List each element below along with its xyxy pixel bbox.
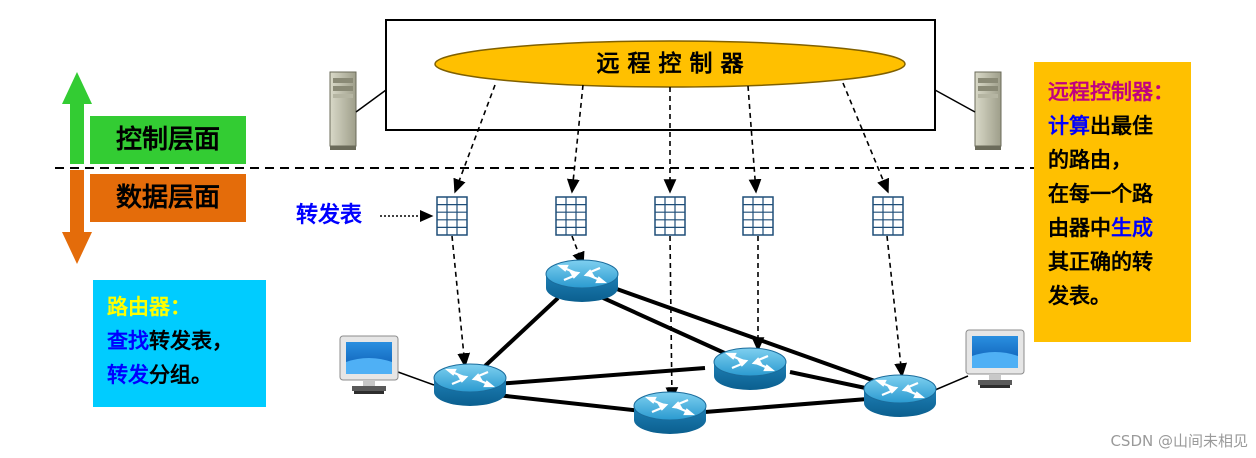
controller-label: 远 程 控 制 器 — [596, 51, 744, 77]
server-icon — [975, 72, 1001, 150]
router-icon — [714, 348, 786, 378]
controller-note-title: 远程控制器： — [1048, 80, 1174, 104]
forwarding-table-icon — [556, 197, 586, 235]
controller-note-line: 其正确的转 — [1048, 250, 1153, 274]
arrow-up-icon — [62, 72, 92, 164]
control-layer-label: 控制层面 — [90, 116, 246, 164]
host-computer-icon — [340, 336, 398, 394]
forwarding-table-icon — [873, 197, 903, 235]
router-icon — [634, 392, 706, 422]
router-note-line: 转发分组。 — [107, 363, 212, 387]
router-note-title: 路由器： — [107, 295, 191, 319]
watermark: CSDN @山间未相见 — [1110, 432, 1248, 450]
forwarding-table-icon — [437, 197, 467, 235]
controller-note-line: 的路由， — [1048, 148, 1132, 172]
router-note-highlight: 转发 — [107, 363, 149, 387]
server-icon — [330, 72, 356, 150]
host-computer-icon — [966, 330, 1024, 388]
controller-note-line: 发表。 — [1048, 284, 1111, 308]
controller-note-line: 由器中生成 — [1048, 216, 1153, 240]
router-note-line: 查找转发表， — [107, 329, 233, 353]
router-icon — [864, 375, 936, 405]
router-icon — [546, 260, 618, 290]
controller-note-line: 计算出最佳 — [1048, 114, 1153, 138]
router-icon — [434, 364, 506, 394]
forwarding-table-icon — [655, 197, 685, 235]
router-note: 路由器： 查找转发表， 转发分组。 — [93, 280, 266, 407]
arrow-down-icon — [62, 170, 92, 264]
router-note-highlight: 查找 — [107, 329, 149, 353]
forwarding-table-icon — [743, 197, 773, 235]
controller-note: 远程控制器： 计算出最佳 的路由， 在每一个路 由器中生成 其正确的转 发表。 — [1034, 62, 1191, 342]
data-layer-label: 数据层面 — [90, 174, 246, 222]
forwarding-table-label: 转发表 — [296, 203, 363, 228]
controller-note-line: 在每一个路 — [1048, 182, 1153, 206]
